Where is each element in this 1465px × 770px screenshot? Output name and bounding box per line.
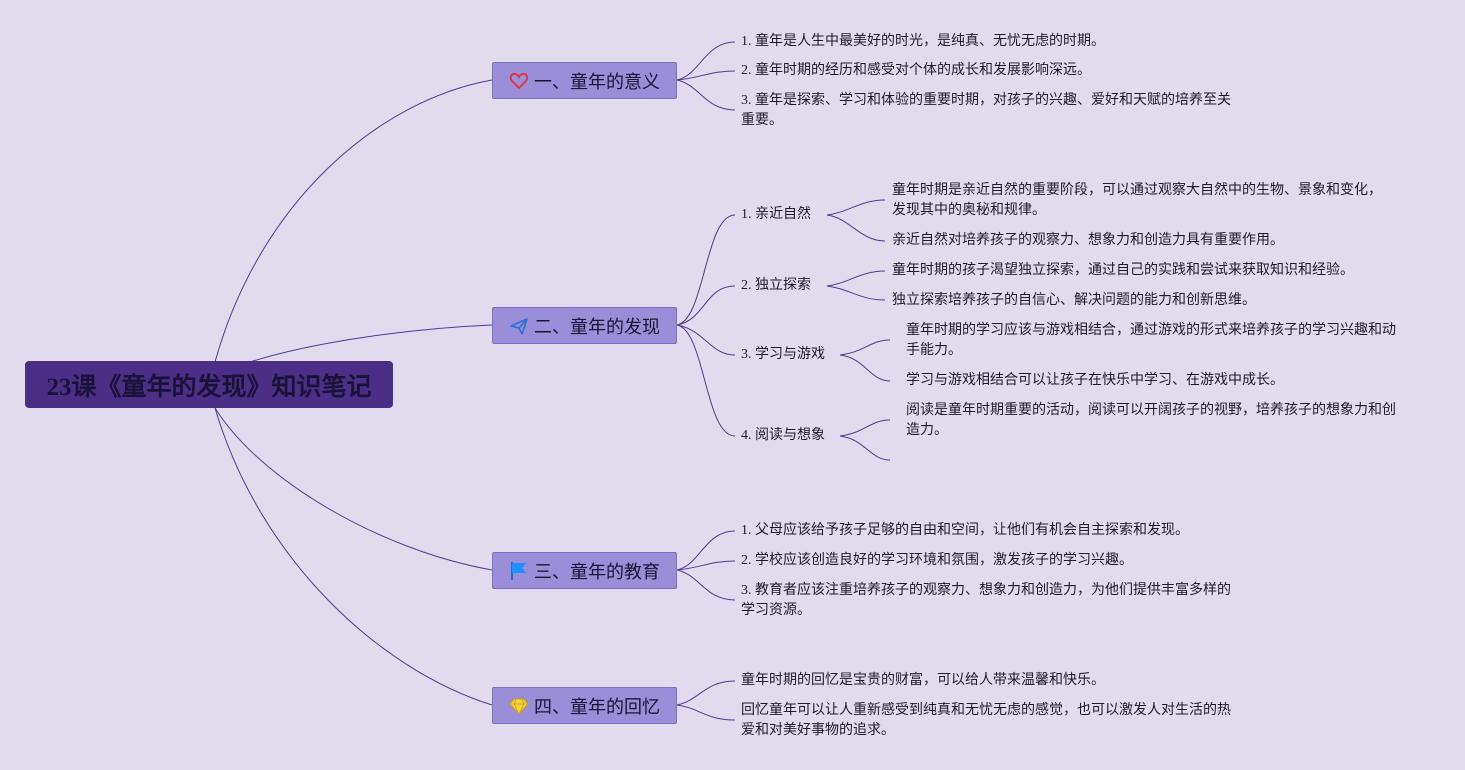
leaf-education-1: 1. 父母应该给予孩子足够的自由和空间，让他们有机会自主探索和发现。: [741, 523, 1189, 538]
heart-icon: [509, 71, 529, 91]
leaf-memory-2: 回忆童年可以让人重新感受到纯真和无忧无虑的感觉，也可以激发人对生活的热爱和对美好…: [741, 703, 1231, 738]
connector-root-b4: [214, 407, 493, 706]
leaf-explore-1: 童年时期的孩子渴望独立探索，通过自己的实践和尝试来获取知识和经验。: [892, 263, 1354, 278]
branch-topic-meaning[interactable]: 一、童年的意义: [492, 62, 677, 99]
root-topic[interactable]: 23课《童年的发现》知识笔记: [25, 361, 393, 408]
branch-topic-memory[interactable]: 四、童年的回忆: [492, 687, 677, 724]
sub-topic-nature[interactable]: 1. 亲近自然: [741, 207, 811, 222]
branch-topic-education[interactable]: 三、童年的教育: [492, 552, 677, 589]
branch-topic-discovery[interactable]: 二、童年的发现: [492, 307, 677, 344]
branch-label: 三、童年的教育: [534, 561, 660, 583]
sub-topic-explore[interactable]: 2. 独立探索: [741, 278, 811, 293]
leaf-play-1: 童年时期的学习应该与游戏相结合，通过游戏的形式来培养孩子的学习兴趣和动手能力。: [906, 323, 1396, 358]
flag-icon: [509, 561, 529, 581]
diamond-icon: [509, 696, 529, 716]
leaf-education-2: 2. 学校应该创造良好的学习环境和氛围，激发孩子的学习兴趣。: [741, 553, 1133, 568]
leaf-nature-2: 亲近自然对培养孩子的观察力、想象力和创造力具有重要作用。: [892, 233, 1284, 248]
leaf-education-3: 3. 教育者应该注重培养孩子的观察力、想象力和创造力，为他们提供丰富多样的学习资…: [741, 583, 1231, 618]
connector-root-b2: [249, 324, 493, 363]
leaf-meaning-3: 3. 童年是探索、学习和体验的重要时期，对孩子的兴趣、爱好和天赋的培养至关重要。: [741, 93, 1231, 128]
branch-label: 四、童年的回忆: [534, 696, 660, 718]
connector-root-b3: [214, 407, 493, 571]
branch-label: 一、童年的意义: [534, 71, 660, 93]
leaf-play-2: 学习与游戏相结合可以让孩子在快乐中学习、在游戏中成长。: [906, 373, 1284, 388]
leaf-meaning-1: 1. 童年是人生中最美好的时光，是纯真、无忧无虑的时期。: [741, 34, 1105, 49]
leaf-nature-1: 童年时期是亲近自然的重要阶段，可以通过观察大自然中的生物、景象和变化，发现其中的…: [892, 183, 1382, 218]
connector-root-b1: [214, 79, 493, 363]
leaf-meaning-2: 2. 童年时期的经历和感受对个体的成长和发展影响深远。: [741, 63, 1091, 78]
branch-label: 二、童年的发现: [534, 316, 660, 338]
paper-plane-icon: [509, 316, 529, 336]
sub-topic-play[interactable]: 3. 学习与游戏: [741, 347, 825, 362]
leaf-explore-2: 独立探索培养孩子的自信心、解决问题的能力和创新思维。: [892, 293, 1256, 308]
sub-topic-reading[interactable]: 4. 阅读与想象: [741, 428, 825, 443]
leaf-memory-1: 童年时期的回忆是宝贵的财富，可以给人带来温馨和快乐。: [741, 673, 1105, 688]
leaf-reading-1: 阅读是童年时期重要的活动，阅读可以开阔孩子的视野，培养孩子的想象力和创造力。: [906, 403, 1396, 438]
